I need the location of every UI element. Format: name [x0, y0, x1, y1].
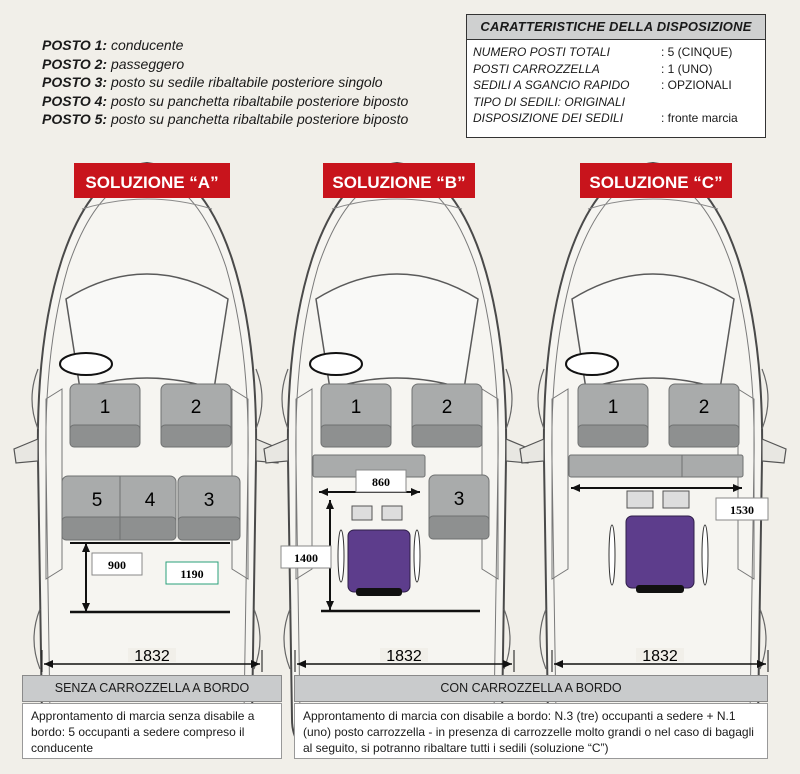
svg-text:1832: 1832: [642, 648, 678, 665]
seat-1: 1: [577, 383, 649, 448]
legend-row: POSTO 5: posto su panchetta ribaltabile …: [42, 111, 409, 127]
characteristic-row: NUMERO POSTI TOTALI: 5 (CINQUE): [473, 45, 733, 59]
characteristics-title: CARATTERISTICHE DELLA DISPOSIZIONE: [467, 15, 765, 40]
seat-3: 3: [428, 474, 490, 540]
solution-a-banner: [74, 163, 230, 198]
footer-right-title: CON CARROZZELLA A BORDO: [294, 675, 768, 702]
solution-c-banner: [580, 163, 732, 198]
svg-text:1: 1: [351, 397, 362, 418]
characteristic-row: SEDILI A SGANCIO RAPIDO: OPZIONALI: [473, 78, 732, 92]
svg-text:1: 1: [608, 397, 619, 418]
wheelchair: [608, 490, 709, 593]
legend-row: POSTO 4: posto su panchetta ribaltabile …: [42, 92, 409, 109]
footer-right-text: Approntamento di marcia con disabile a b…: [294, 703, 768, 759]
seat-4: 4: [145, 490, 156, 511]
svg-text:2: 2: [699, 397, 710, 418]
svg-text:2: 2: [442, 397, 453, 418]
footer-left-text: Approntamento di marcia senza disabile a…: [22, 703, 282, 759]
legend-row: POSTO 2: passeggero: [42, 55, 185, 72]
width-dimension-c: 1832: [551, 648, 769, 672]
seat-1: 1: [69, 383, 141, 448]
dim-860: 860: [372, 475, 390, 489]
characteristic-row: TIPO DI SEDILI: ORIGINALI: [473, 94, 626, 109]
seat-2: 2: [668, 383, 740, 448]
dim-1530: 1530: [730, 503, 754, 517]
seat-5: 5: [92, 490, 103, 511]
svg-text:1: 1: [100, 397, 111, 418]
svg-text:3: 3: [204, 490, 215, 511]
legend-row: POSTO 3: posto su sedile ribaltabile pos…: [42, 74, 383, 90]
dim-900: 900: [108, 558, 126, 572]
seat-legend: POSTO 1: conducente POSTO 2: passeggero …: [42, 36, 408, 129]
width-dimension-b: 1832: [294, 648, 515, 672]
characteristics-box: CARATTERISTICHE DELLA DISPOSIZIONE NUMER…: [466, 14, 766, 138]
seat-2: 2: [160, 383, 232, 448]
seat-3: 3: [177, 475, 241, 541]
characteristic-row: DISPOSIZIONE DEI SEDILI: fronte marcia: [473, 111, 738, 125]
characteristic-row: POSTI CARROZZELLA: 1 (UNO): [473, 61, 713, 76]
seat-2: 2: [411, 383, 483, 448]
wheelchair: [337, 505, 421, 596]
solution-c-label: SOLUZIONE “C”: [589, 173, 722, 192]
solution-a-label: SOLUZIONE “A”: [85, 173, 218, 192]
legend-row: POSTO 1: conducente: [42, 37, 184, 53]
solution-b-label: SOLUZIONE “B”: [332, 173, 465, 192]
rear-bench: 5 4: [61, 475, 177, 541]
car-body-a: [13, 162, 281, 756]
solution-b-banner: [323, 163, 475, 198]
dim-1400: 1400: [294, 551, 318, 565]
seat-1: 1: [320, 383, 392, 448]
svg-text:1832: 1832: [386, 648, 422, 665]
footer-left-title: SENZA CARROZZELLA A BORDO: [22, 675, 282, 702]
width-dimension-a: 1832: [41, 648, 263, 672]
dim-1190: 1190: [180, 567, 203, 581]
svg-text:2: 2: [191, 397, 202, 418]
svg-text:3: 3: [454, 489, 465, 510]
folded-seats: [568, 454, 744, 478]
svg-text:1832: 1832: [134, 648, 170, 665]
